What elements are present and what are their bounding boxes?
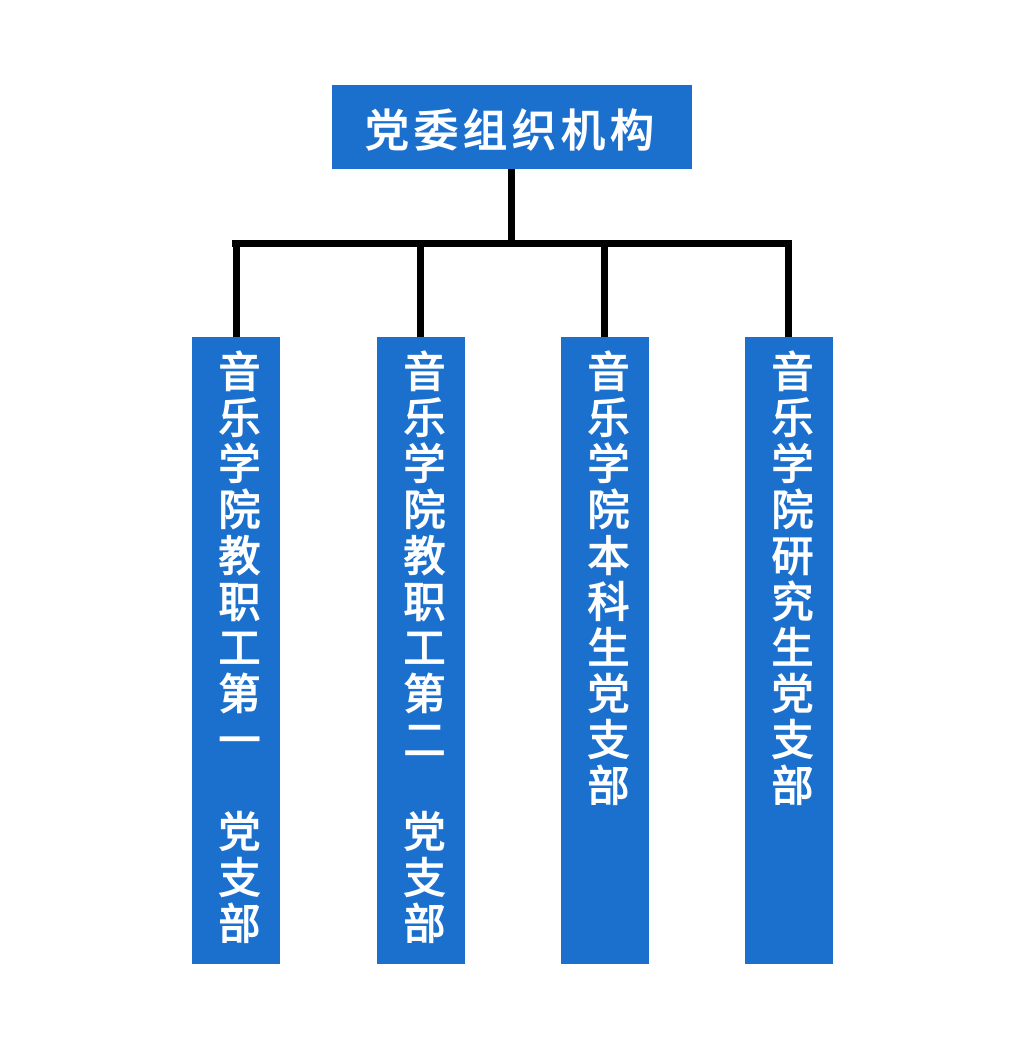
connector-drop-3	[601, 243, 608, 338]
connector-drop-1	[233, 243, 240, 338]
connector-horizontal-bar	[232, 240, 792, 247]
branch-node-label: 音乐学院本科生党支部	[581, 350, 630, 810]
branch-node-faculty-second: 音乐学院教职工第二 党支部	[377, 337, 465, 964]
branch-node-graduate: 音乐学院研究生党支部	[745, 337, 833, 964]
connector-drop-2	[417, 243, 424, 338]
connector-drop-4	[785, 243, 792, 338]
branch-node-label: 音乐学院教职工第一 党支部	[212, 350, 261, 948]
branch-node-undergraduate: 音乐学院本科生党支部	[561, 337, 649, 964]
branch-node-faculty-first: 音乐学院教职工第一 党支部	[192, 337, 280, 964]
root-node-label: 党委组织机构	[365, 106, 659, 157]
branch-node-label: 音乐学院教职工第二 党支部	[397, 350, 446, 948]
branch-node-label: 音乐学院研究生党支部	[765, 350, 814, 810]
root-node-party-committee: 党委组织机构	[332, 85, 692, 169]
connector-stem	[508, 168, 515, 247]
